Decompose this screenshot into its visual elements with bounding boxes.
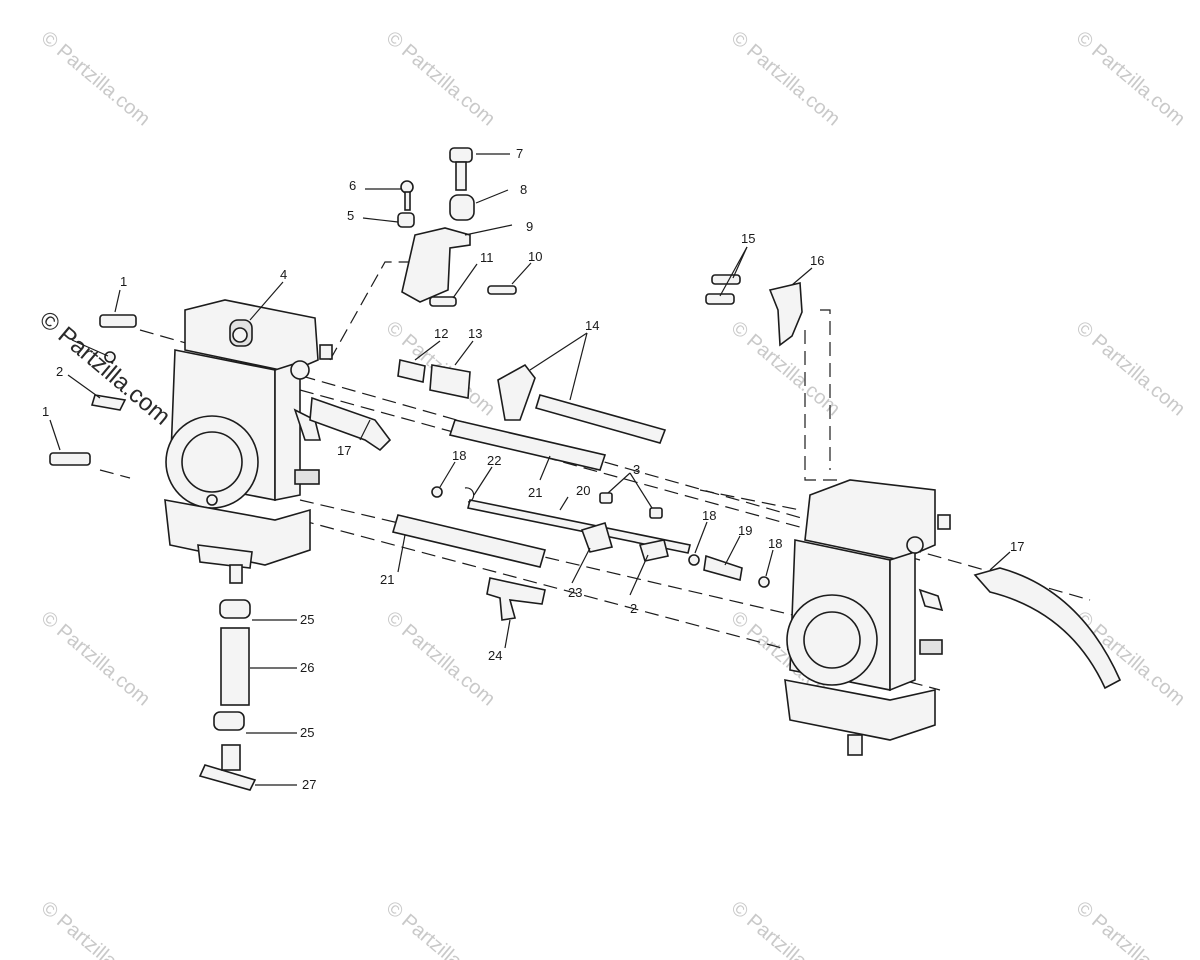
callout-20: 20 [576,483,590,498]
watermark: © Partzilla.com [37,27,154,130]
callout-4: 4 [280,267,287,282]
callout-labels: 1 1 2 2 3 4 5 6 7 8 9 10 11 12 13 14 15 … [42,146,1024,792]
small-parts [49,147,803,621]
callout-25-upper: 25 [300,612,314,627]
balance-tube-stack [198,599,257,791]
callout-25-lower: 25 [300,725,314,740]
callout-17-right: 17 [1010,539,1024,554]
callout-27: 27 [302,777,316,792]
callout-1-bottom: 1 [42,404,49,419]
right-carburetor [784,479,951,756]
callout-15: 15 [741,231,755,246]
callout-23: 23 [568,585,582,600]
watermark: © Partzilla.com [382,607,499,710]
callout-10: 10 [528,249,542,264]
leader-lines [49,153,1011,786]
callout-5: 5 [347,208,354,223]
callout-7: 7 [516,146,523,161]
watermark: © Partzilla.com [1072,317,1189,420]
callout-21-upper: 21 [528,485,542,500]
callout-16: 16 [810,253,824,268]
callout-21-lower: 21 [380,572,394,587]
callout-12: 12 [434,326,448,341]
watermark: © Partzilla.com [37,607,154,710]
watermark: © Partzilla.com [382,27,499,130]
callout-18-right: 18 [768,536,782,551]
callout-17-left: 17 [337,443,351,458]
callout-18-left: 18 [452,448,466,463]
callout-14: 14 [585,318,599,333]
callout-8: 8 [520,182,527,197]
callout-3: 3 [633,462,640,477]
callout-19: 19 [738,523,752,538]
callout-18-mid: 18 [702,508,716,523]
watermark: © Partzilla.com [37,897,154,960]
watermark: © Partzilla.com [1072,897,1189,960]
watermark: © Partzilla.com [727,27,844,130]
callout-24: 24 [488,648,502,663]
fuel-lines [309,394,1122,690]
callout-2-mid: 2 [630,601,637,616]
watermark: © Partzilla.com [382,897,499,960]
callout-26: 26 [300,660,314,675]
watermark: © Partzilla.com [1072,27,1189,130]
callout-2-left: 2 [56,364,63,379]
callout-1-top: 1 [120,274,127,289]
watermark: © Partzilla.com [727,897,844,960]
callout-9: 9 [526,219,533,234]
callout-11: 11 [480,250,494,265]
left-carburetor [164,299,333,584]
callout-13: 13 [468,326,482,341]
callout-22: 22 [487,453,501,468]
callout-6: 6 [349,178,356,193]
